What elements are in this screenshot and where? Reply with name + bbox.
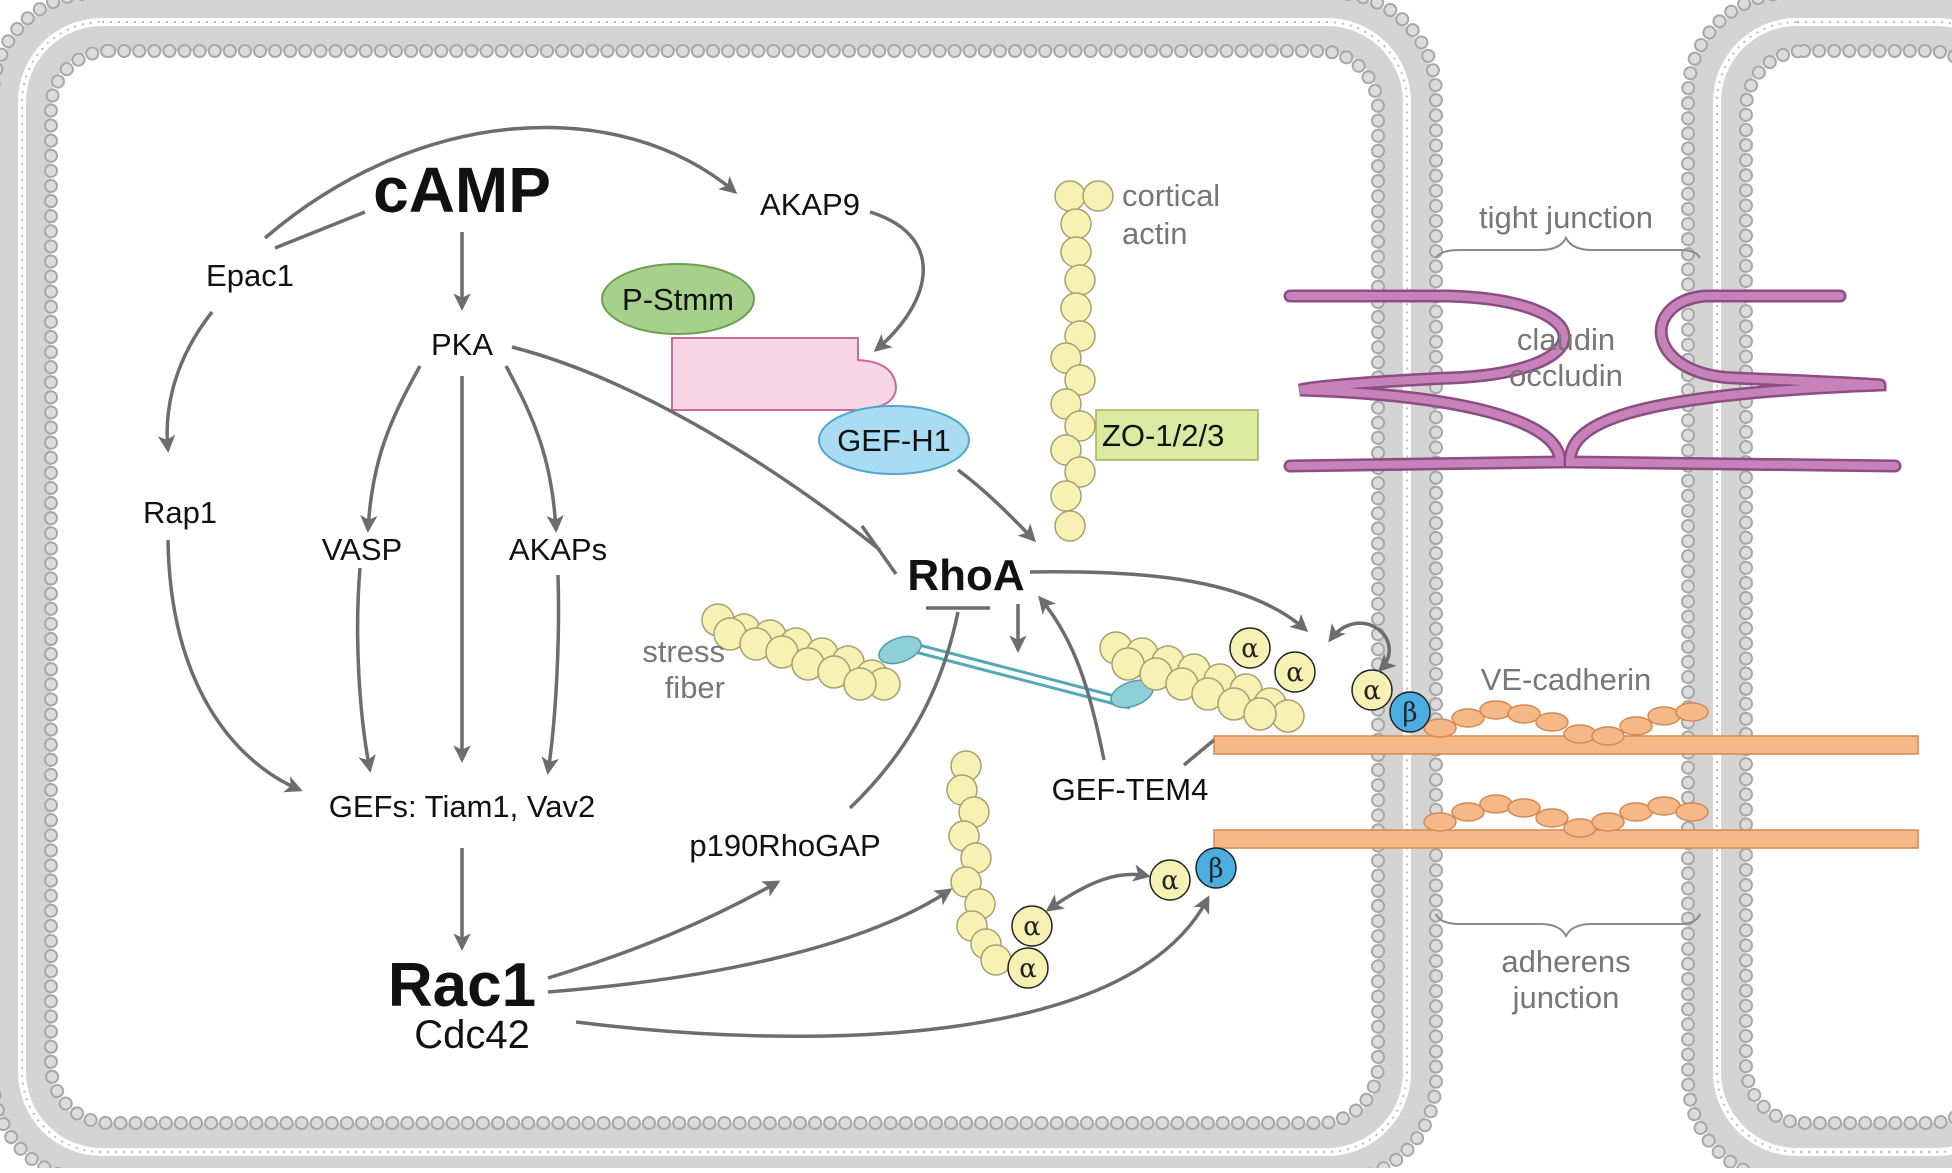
epac1-label: Epac1 xyxy=(206,258,294,293)
p-stmm-label: P-Stmm xyxy=(622,282,734,317)
ve-cadherin-label: VE-cadherin xyxy=(1481,662,1652,697)
zo-label: ZO-1/2/3 xyxy=(1102,418,1224,453)
pathway-arrows xyxy=(157,125,1397,1039)
p-stmm-oval xyxy=(601,263,755,335)
gef-h1-oval xyxy=(818,405,970,475)
gefs-label: GEFs: Tiam1, Vav2 xyxy=(329,789,595,824)
vasp-label: VASP xyxy=(322,532,402,567)
cortical-actin-label-line1: cortical xyxy=(1122,178,1220,213)
cdc42-label: Cdc42 xyxy=(414,1013,530,1057)
gef-tem4-label: GEF-TEM4 xyxy=(1052,772,1209,807)
pka-label: PKA xyxy=(431,327,493,362)
claudin-occludin-strands xyxy=(1283,289,1902,473)
stress-fiber-myosin xyxy=(878,635,1154,710)
alpha-catenin-5: α xyxy=(1019,954,1037,984)
alpha-catenin-6: α xyxy=(1161,866,1179,896)
catenin-complexes xyxy=(1007,627,1431,989)
akaps-label: AKAPs xyxy=(509,532,607,567)
rap1-label: Rap1 xyxy=(143,495,217,530)
cortical-actin-label: cortical actin xyxy=(1122,178,1220,251)
ve-cadherin xyxy=(1213,700,1919,849)
stress-fiber-actin-right xyxy=(1099,631,1305,733)
microtubule-stathmin-box xyxy=(671,337,898,411)
junctional-actin-filament xyxy=(946,750,1012,976)
tight-junction-label: tight junction xyxy=(1479,200,1653,235)
alpha-catenin-2: α xyxy=(1286,658,1304,688)
tight-junction-brace xyxy=(1435,235,1701,259)
claudin-label: claudin xyxy=(1517,322,1615,357)
cortical-actin-filament xyxy=(1050,180,1114,542)
rac1-label: Rac1 xyxy=(388,951,536,1020)
stress-fiber-label-line1: stress xyxy=(642,634,725,669)
beta-catenin-1: β xyxy=(1402,698,1417,728)
alpha-catenin-1: α xyxy=(1241,634,1259,664)
p190rhogap-label: p190RhoGAP xyxy=(689,828,880,863)
rhoa-label: RhoA xyxy=(907,551,1024,600)
occludin-label: occludin xyxy=(1509,358,1623,393)
stress-fiber-actin-left xyxy=(701,603,901,701)
alpha-catenin-3: α xyxy=(1363,676,1381,706)
camp-label: cAMP xyxy=(373,154,551,226)
adherens-junction-label-line1: adherens xyxy=(1501,944,1630,979)
gef-h1-label: GEF-H1 xyxy=(837,423,951,458)
cortical-actin-label-line2: actin xyxy=(1122,216,1187,251)
adherens-junction-brace xyxy=(1435,913,1701,939)
akap9-label: AKAP9 xyxy=(760,187,860,222)
stress-fiber-label-line2: fiber xyxy=(665,670,725,705)
adherens-junction-label-line2: junction xyxy=(1512,980,1620,1015)
zo-box xyxy=(1095,409,1259,461)
alpha-catenin-4: α xyxy=(1023,912,1041,942)
beta-catenin-2: β xyxy=(1208,854,1223,884)
